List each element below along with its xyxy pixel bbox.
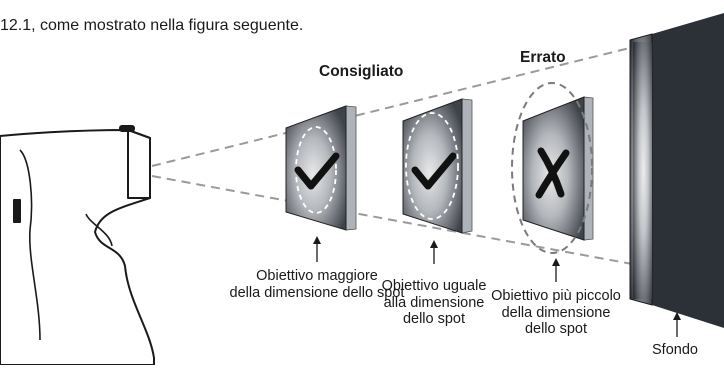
label-line: dello spot [524,321,588,337]
spot-ellipse [405,112,459,220]
heading-recommended: Consigliato [319,63,404,80]
heading-wrong: Errato [520,49,566,66]
measurement-beam [151,41,655,269]
background-wall [629,13,724,328]
check-icon [411,152,457,190]
spot-ellipse [511,82,593,254]
label-line: Obiettivo uguale [381,278,487,294]
label-line: dello spot [402,311,466,327]
thermometer-device-icon [0,125,155,366]
intro-text: 12.1, come mostrato nella figura seguent… [0,17,303,34]
label-line: Obiettivo maggiore [256,268,378,284]
label-background: Sfondo [652,342,698,358]
label-target-smaller: Obiettivo più piccolo della dimensione d… [476,288,636,338]
label-target-larger: Obiettivo maggiore della dimensione dell… [180,268,454,301]
label-line: della dimensione [501,304,611,321]
label-line: alla dimensione [383,294,485,311]
label-line: Obiettivo più piccolo [491,288,621,304]
target-larger [285,105,357,231]
target-smaller [511,82,594,254]
label-line: della dimensione dello spot [229,284,405,301]
label-arrows [313,236,681,337]
x-mark-icon [535,147,570,199]
check-icon [294,152,340,190]
label-target-equal: Obiettivo uguale alla dimensione dello s… [352,278,516,328]
target-equal [402,98,473,234]
